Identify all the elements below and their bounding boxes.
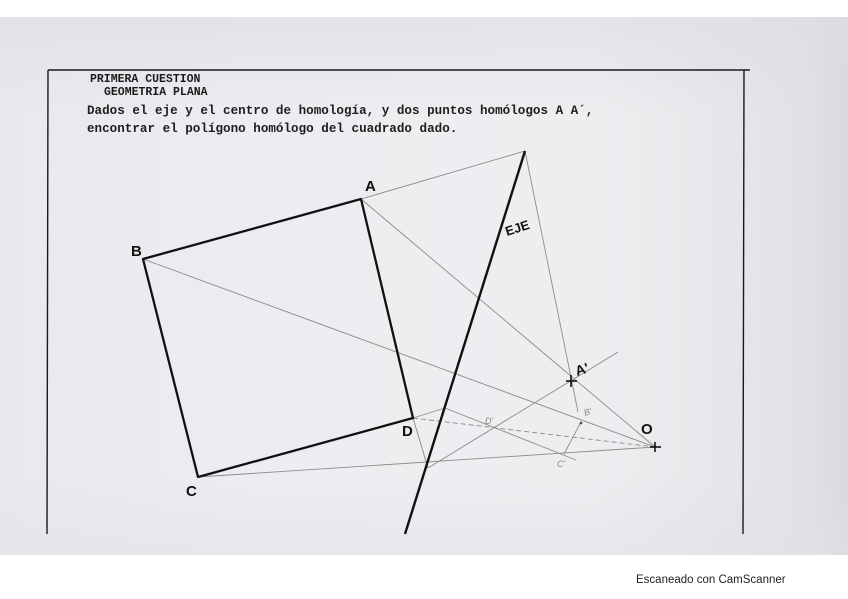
- page-frame: [46, 69, 750, 535]
- label-d-prime: D': [485, 416, 493, 426]
- b-prime-dot: [579, 421, 583, 425]
- label-a-prime: A': [573, 359, 591, 378]
- label-a: A: [365, 178, 376, 195]
- scanned-page: [0, 17, 848, 555]
- center-o-marker: [650, 442, 661, 452]
- construction-lines: [142, 150, 656, 478]
- homology-axis: [403, 150, 527, 535]
- label-d: D: [402, 423, 413, 440]
- label-b-prime: B': [583, 406, 594, 418]
- subject-title: GEOMETRIA PLANA: [104, 86, 208, 99]
- section-title: PRIMERA CUESTION: [90, 73, 201, 86]
- statement-line-1: Dados el eje y el centro de homología, y…: [87, 104, 594, 118]
- label-b: B: [131, 243, 142, 260]
- a-prime-marker: [566, 375, 577, 387]
- label-o: O: [641, 421, 653, 438]
- camscanner-watermark: Escaneado con CamScanner: [636, 574, 786, 586]
- label-c-prime: C': [557, 459, 565, 469]
- square-abcd: [141, 197, 415, 479]
- label-eje: EJE: [503, 217, 531, 239]
- statement-line-2: encontrar el polígono homólogo del cuadr…: [87, 122, 458, 136]
- label-c: C: [186, 483, 197, 500]
